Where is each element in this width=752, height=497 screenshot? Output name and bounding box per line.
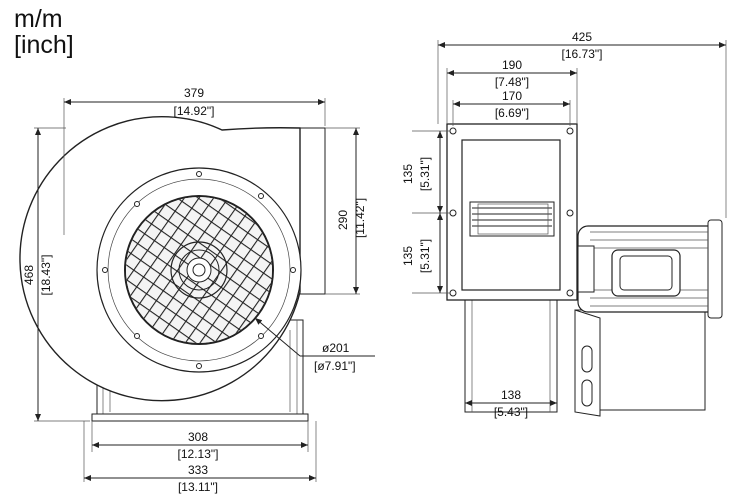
side-outlet-flange — [446, 123, 578, 301]
front-view — [19, 116, 326, 422]
flange-inner-inch: [6.69"] — [495, 106, 529, 120]
front-height-inch: [18.43"] — [39, 255, 53, 296]
overall-length-mm: 425 — [572, 30, 592, 44]
base-outer-mm: 333 — [188, 463, 208, 477]
base-inner-inch: [12.13"] — [178, 447, 219, 461]
unit-imperial-label: [inch] — [14, 31, 74, 59]
inlet-bolt-holes — [102, 171, 296, 369]
motor-bracket — [574, 309, 706, 417]
front-width-mm: 379 — [184, 86, 204, 100]
inlet-grill — [124, 195, 274, 345]
flange-lower-mm: 135 — [401, 246, 415, 266]
front-outlet-duct — [299, 127, 326, 295]
flange-inner-mm: 170 — [502, 89, 522, 103]
inlet-diameter-inch: [ø7.91"] — [314, 359, 356, 373]
outlet-height-inch: [11.42"] — [353, 198, 367, 238]
unit-metric-label: m/m — [14, 5, 63, 33]
flange-lower-inch: [5.31"] — [418, 239, 432, 273]
flange-upper-mm: 135 — [401, 164, 415, 184]
inlet-diameter-mm: ø201 — [322, 341, 350, 355]
outlet-height-mm: 290 — [336, 210, 350, 230]
flange-outer-inch: [7.48"] — [495, 75, 529, 89]
front-height-mm: 468 — [22, 265, 36, 285]
side-dimensions: 425 [16.73"] 190 [7.48"] 170 [6.69"] 135… — [401, 30, 727, 419]
side-motor — [577, 219, 723, 319]
front-width-inch: [14.92"] — [174, 104, 215, 118]
flange-upper-inch: [5.31"] — [418, 157, 432, 191]
side-view — [446, 123, 723, 417]
base-inner-mm: 308 — [188, 430, 208, 444]
base-outer-inch: [13.11"] — [178, 480, 218, 494]
side-housing-body — [464, 299, 558, 413]
overall-length-inch: [16.73"] — [562, 47, 603, 61]
front-dimensions: 379 [14.92"] 468 [18.43"] 290 [11.42"] ø… — [22, 86, 375, 494]
side-base-mm: 138 — [501, 388, 521, 402]
flange-outer-mm: 190 — [502, 58, 522, 72]
side-base-inch: [5.43"] — [494, 405, 528, 419]
